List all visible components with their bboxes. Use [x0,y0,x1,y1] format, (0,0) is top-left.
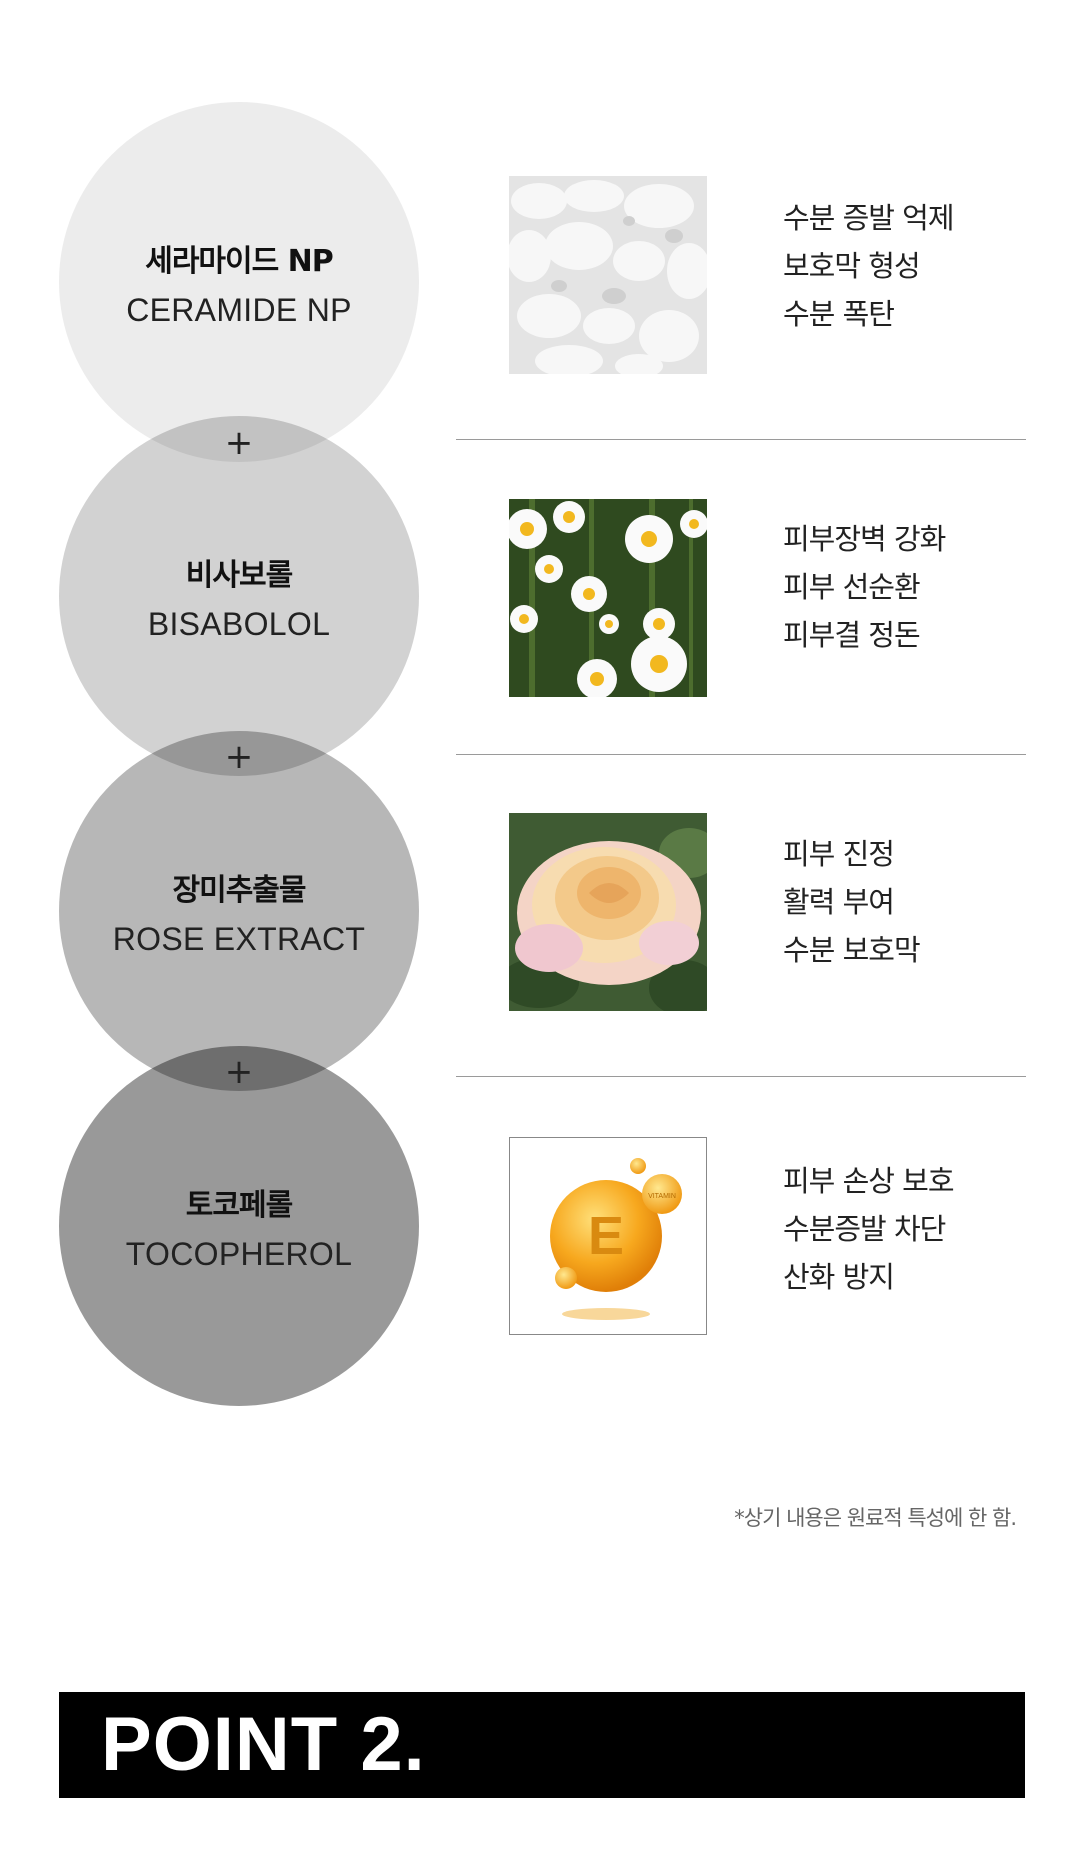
benefit-list-rose: 피부 진정 활력 부여 수분 보호막 [783,830,1043,974]
plus-icon: + [224,1052,254,1092]
ingredient-name-ko: 세라마이드 NP [145,243,334,279]
ingredient-name-ko: 장미추출물 [172,872,307,908]
row-divider [456,439,1026,440]
benefit-list-bisabolol: 피부장벽 강화 피부 선순환 피부결 정돈 [783,515,1043,659]
vitamin-e-letter: E [588,1206,624,1266]
benefit-item: 피부 손상 보호 [783,1164,955,1198]
ingredient-circle-bisabolol: 비사보롤 BISABOLOL [59,416,419,776]
ceramide-powder-image [509,176,707,374]
benefit-item: 수분 증발 억제 [783,201,955,235]
row-divider [456,1076,1026,1077]
rose-image [509,813,707,1011]
ingredient-name-en: BISABOLOL [147,605,331,642]
ingredient-name-en: ROSE EXTRACT [112,920,366,957]
vitamin-e-image: E VITAMIN [509,1137,707,1335]
benefit-item: 수분 폭탄 [783,297,895,331]
ingredient-name-ko: 토코페롤 [185,1187,293,1223]
benefit-item: 산화 방지 [783,1260,895,1294]
point-banner-title: POINT 2. [101,1702,426,1787]
benefit-item: 수분증발 차단 [783,1212,946,1246]
ingredient-name-en: TOCOPHEROL [125,1235,353,1272]
vitamin-caption: VITAMIN [648,1193,676,1200]
ingredient-circle-ceramide: 세라마이드 NP CERAMIDE NP [59,102,419,462]
ingredient-circle-tocopherol: 토코페롤 TOCOPHEROL [59,1046,419,1406]
plus-icon: + [224,423,254,463]
benefit-item: 피부 진정 [783,837,895,871]
benefit-item: 보호막 형성 [783,249,921,283]
benefit-item: 피부 선순환 [783,570,921,604]
benefit-list-tocopherol: 피부 손상 보호 수분증발 차단 산화 방지 [783,1157,1043,1301]
disclaimer-note: *상기 내용은 원료적 특성에 한 함. [734,1506,1017,1530]
benefit-item: 피부장벽 강화 [783,522,946,556]
benefit-item: 수분 보호막 [783,933,921,967]
point-banner: POINT 2. [59,1692,1025,1798]
benefit-item: 피부결 정돈 [783,618,921,652]
benefit-list-ceramide: 수분 증발 억제 보호막 형성 수분 폭탄 [783,194,1043,338]
ingredient-name-en: CERAMIDE NP [126,291,352,328]
ingredient-name-ko: 비사보롤 [185,557,293,593]
benefit-item: 활력 부여 [783,885,895,919]
row-divider [456,754,1026,755]
ingredient-circle-rose: 장미추출물 ROSE EXTRACT [59,731,419,1091]
plus-icon: + [224,737,254,777]
chamomile-flowers-image [509,499,707,697]
